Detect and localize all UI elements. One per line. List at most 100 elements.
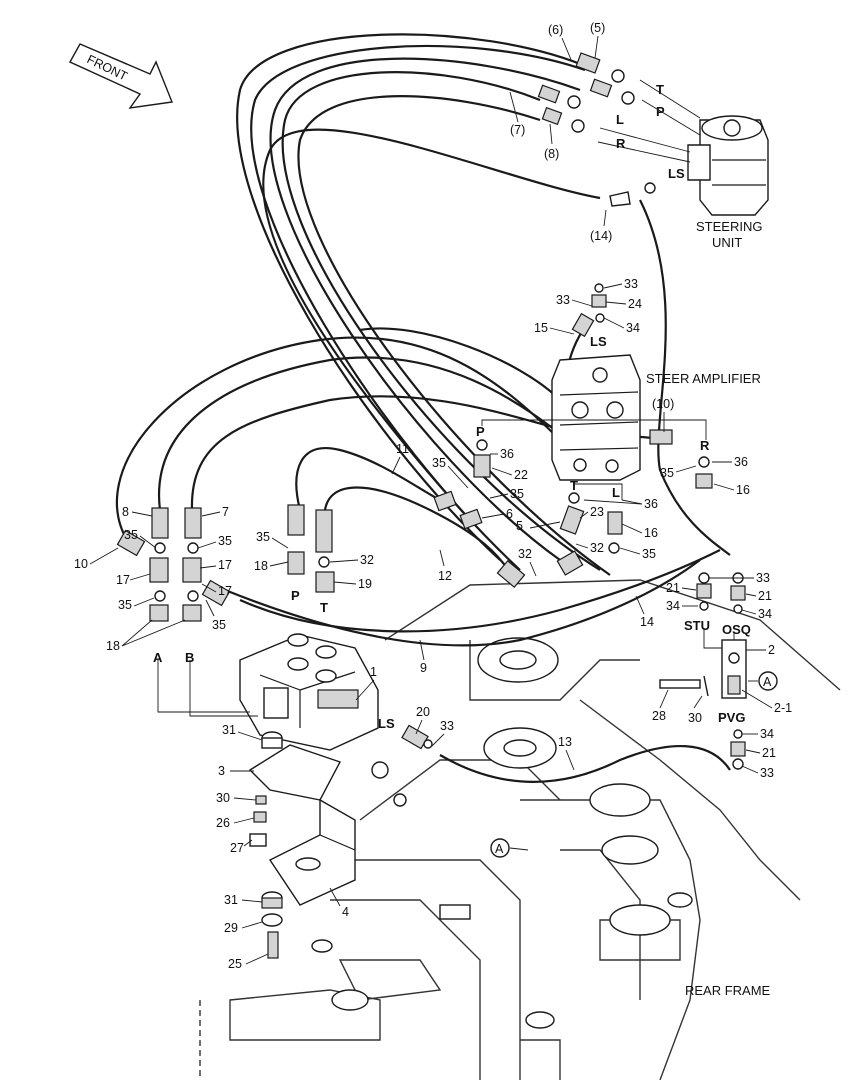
callout-35-left-7: 35 xyxy=(218,534,232,548)
callout-18-p: 18 xyxy=(254,559,268,573)
callout-4: 4 xyxy=(342,905,349,919)
pvg-block xyxy=(401,572,747,770)
callout-33-pvg: 33 xyxy=(760,766,774,780)
callout-5: 5 xyxy=(516,519,523,533)
callout-33-valve: 33 xyxy=(440,719,454,733)
callout-35-left-low: 35 xyxy=(118,598,132,612)
callout-14-ref: (14) xyxy=(590,229,612,243)
port-P-amplifier: P xyxy=(476,424,485,439)
port-LS-steering: LS xyxy=(668,166,685,181)
port-LS-valve: LS xyxy=(378,716,395,731)
callout-35-left-8: 35 xyxy=(124,528,138,542)
port-STU: STU xyxy=(684,618,710,633)
port-P-valve: P xyxy=(291,588,300,603)
callout-13: 13 xyxy=(558,735,572,749)
port-OSQ: OSQ xyxy=(722,622,751,637)
callout-6-ref: (6) xyxy=(548,23,563,37)
callout-32-hose: 32 xyxy=(518,547,532,561)
port-labels: T P L R LS LS P R T L P T A B LS STU OSQ… xyxy=(153,82,751,731)
callout-14: 14 xyxy=(640,615,654,629)
rear-frame-title: REAR FRAME xyxy=(685,983,771,998)
callout-23: 23 xyxy=(590,505,604,519)
callout-8: 8 xyxy=(122,505,129,519)
callout-34-pvg: 34 xyxy=(760,727,774,741)
view-ref-a-frame: A xyxy=(495,842,504,856)
callout-34-amp: 34 xyxy=(626,321,640,335)
callout-28: 28 xyxy=(652,709,666,723)
callout-21-osq: 21 xyxy=(758,589,772,603)
callout-35-6: 35 xyxy=(510,487,524,501)
callout-15: 15 xyxy=(534,321,548,335)
callout-30-bracket: 30 xyxy=(216,791,230,805)
callout-10: 10 xyxy=(74,557,88,571)
callout-31-top: 31 xyxy=(222,723,236,737)
callout-21-stu: 21 xyxy=(666,581,680,595)
callout-31-bottom: 31 xyxy=(224,893,238,907)
steering-unit-title-1: STEERING xyxy=(696,219,762,234)
port-R-amplifier: R xyxy=(700,438,710,453)
callout-32-t: 32 xyxy=(360,553,374,567)
callout-18-left: 18 xyxy=(106,639,120,653)
callout-34-osq: 34 xyxy=(758,607,772,621)
steering-unit-title-2: UNIT xyxy=(712,235,742,250)
callout-32-amp: 32 xyxy=(590,541,604,555)
mounting-brackets xyxy=(248,731,356,959)
callout-29: 29 xyxy=(224,921,238,935)
steering-unit xyxy=(537,52,769,216)
callout-8-ref: (8) xyxy=(544,147,559,161)
port-L-steering: L xyxy=(616,112,624,127)
port-T-steering: T xyxy=(656,82,664,97)
left-fitting-stacks xyxy=(116,490,584,622)
port-LS-amplifier: LS xyxy=(590,334,607,349)
callout-7-ref: (7) xyxy=(510,123,525,137)
callout-6: 6 xyxy=(506,507,513,521)
view-ref-a-right: A xyxy=(763,675,772,689)
steer-amplifier xyxy=(473,283,713,554)
callout-21-pvg: 21 xyxy=(762,746,776,760)
view-reference-markers: A A xyxy=(490,671,778,858)
callout-24: 24 xyxy=(628,297,642,311)
callout-27: 27 xyxy=(230,841,244,855)
callout-35-22: 35 xyxy=(432,456,446,470)
callout-9: 9 xyxy=(420,661,427,675)
component-titles: STEERING UNIT STEER AMPLIFIER REAR FRAME xyxy=(646,219,771,998)
callout-19: 19 xyxy=(358,577,372,591)
port-A: A xyxy=(153,650,163,665)
callout-10-ref: (10) xyxy=(652,397,674,411)
callout-16-r: 16 xyxy=(736,483,750,497)
hose-bundle xyxy=(116,33,731,783)
port-L-amplifier: L xyxy=(612,485,620,500)
callout-11: 11 xyxy=(396,442,409,456)
callout-2-1: 2-1 xyxy=(774,701,792,715)
callout-17-right-2: 17 xyxy=(218,584,232,598)
callout-5-ref: (5) xyxy=(590,21,605,35)
callout-35-l: 35 xyxy=(642,547,656,561)
callout-33-top: 33 xyxy=(624,277,638,291)
callout-36-p: 36 xyxy=(500,447,514,461)
callout-22: 22 xyxy=(514,468,528,482)
callout-7: 7 xyxy=(222,505,229,519)
port-P-steering: P xyxy=(656,104,665,119)
callout-1: 1 xyxy=(370,665,377,679)
callout-12: 12 xyxy=(438,569,452,583)
valve-block xyxy=(157,633,379,751)
callout-3: 3 xyxy=(218,764,225,778)
callout-30-pvg: 30 xyxy=(688,711,702,725)
callout-35-r: 35 xyxy=(660,466,674,480)
front-arrow: FRONT xyxy=(69,43,173,109)
callout-33-amp: 33 xyxy=(556,293,570,307)
callout-16-l: 16 xyxy=(644,526,658,540)
callouts: (6) (5) (7) (8) (14) 33 33 24 34 15 (10)… xyxy=(74,21,792,971)
callout-34-stu: 34 xyxy=(666,599,680,613)
callout-35-right-low: 35 xyxy=(212,618,226,632)
rear-frame-structure xyxy=(199,579,841,1080)
port-PVG: PVG xyxy=(718,710,745,725)
port-T-amplifier: T xyxy=(570,478,578,493)
callout-35-p: 35 xyxy=(256,530,270,544)
callout-26: 26 xyxy=(216,816,230,830)
callout-17-right: 17 xyxy=(218,558,232,572)
callout-33-pvg-top: 33 xyxy=(756,571,770,585)
port-T-valve: T xyxy=(320,600,328,615)
callout-20: 20 xyxy=(416,705,430,719)
